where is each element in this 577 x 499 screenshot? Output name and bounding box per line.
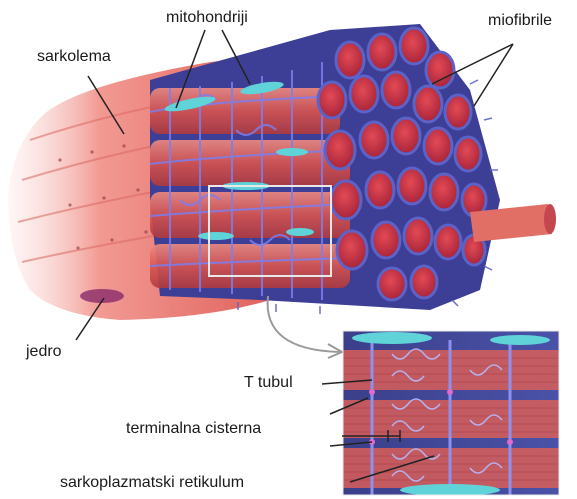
label-t-tubule: T tubul [244,374,293,392]
label-sarcolemma: sarkolema [37,48,111,66]
label-nucleus: jedro [26,343,62,361]
myofibril-bundle [150,24,500,314]
label-mitochondria: mitohondriji [166,9,248,27]
label-myofibrils: miofibrile [488,12,552,30]
label-terminal-cistern: terminalna cisterna [126,420,261,438]
label-sarcoplasmic-reticulum: sarkoplazmatski retikulum [60,474,244,492]
inset-zoom-view [343,331,559,496]
